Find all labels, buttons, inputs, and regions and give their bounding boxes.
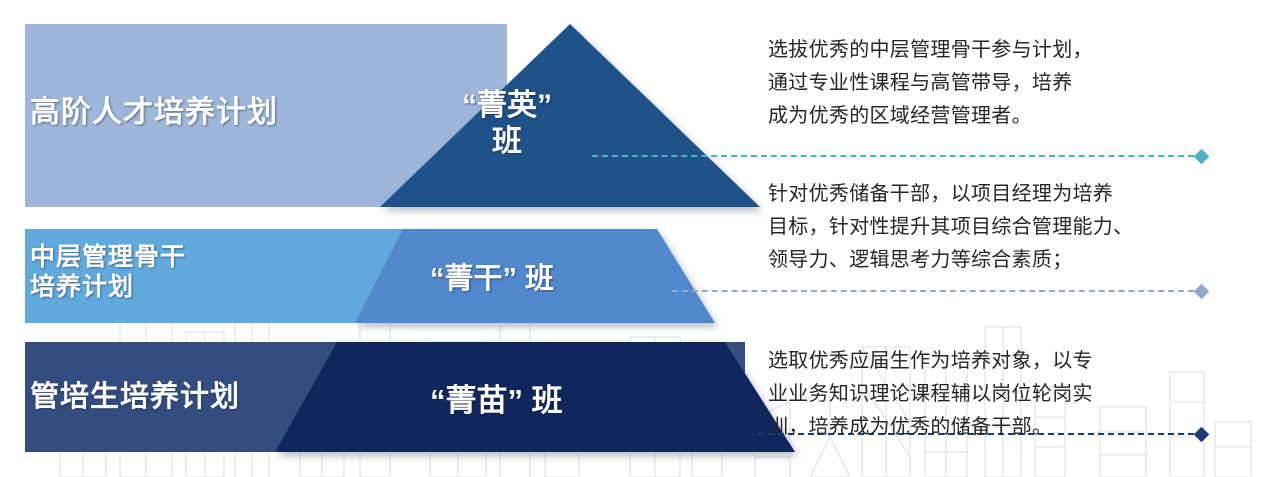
connector-dash [758, 433, 1194, 435]
connector-dash [672, 290, 1194, 292]
tier-bottom-row [25, 342, 795, 452]
tier-middle-class-label: “菁干” 班 [430, 263, 555, 295]
tier-middle-connector-line [672, 283, 1210, 299]
connector-diamond-marker [1193, 283, 1210, 299]
connector-diamond-marker [1193, 148, 1210, 164]
tier-top-row [25, 24, 770, 207]
tier-top-connector-line [592, 148, 1210, 164]
tier-middle-row [25, 229, 725, 323]
tier-middle-plan-label: 中层管理骨干 培养计划 [30, 243, 187, 301]
tier-bottom-class-label: “菁苗” 班 [430, 383, 563, 418]
tier-top-class-label: “菁英” 班 [462, 89, 552, 158]
tier-bottom-trapezoid-shape [275, 342, 795, 452]
tier-bottom-connector-line [758, 426, 1210, 442]
tier-top-description: 选拔优秀的中层管理骨干参与计划， 通过专业性课程与高管带导，培养 成为优秀的区域… [768, 39, 1093, 127]
tier-bottom-plan-label: 管培生培养计划 [30, 381, 241, 413]
tier-top-triangle-shape [380, 24, 760, 207]
tier-bottom-description: 选取优秀应届生作为培养对象，以专 业业务知识理论课程辅以岗位轮岗实 训，培养成为… [768, 350, 1093, 438]
connector-dash [592, 155, 1194, 157]
tier-middle-band [25, 229, 415, 323]
tier-top-plan-label: 高阶人才培养计划 [30, 96, 278, 129]
tier-middle-trapezoid-shape [355, 229, 715, 323]
tier-middle-description: 针对优秀储备干部，以项目经理为培养 目标，针对性提升其项目综合管理能力、 领导力… [768, 183, 1134, 271]
